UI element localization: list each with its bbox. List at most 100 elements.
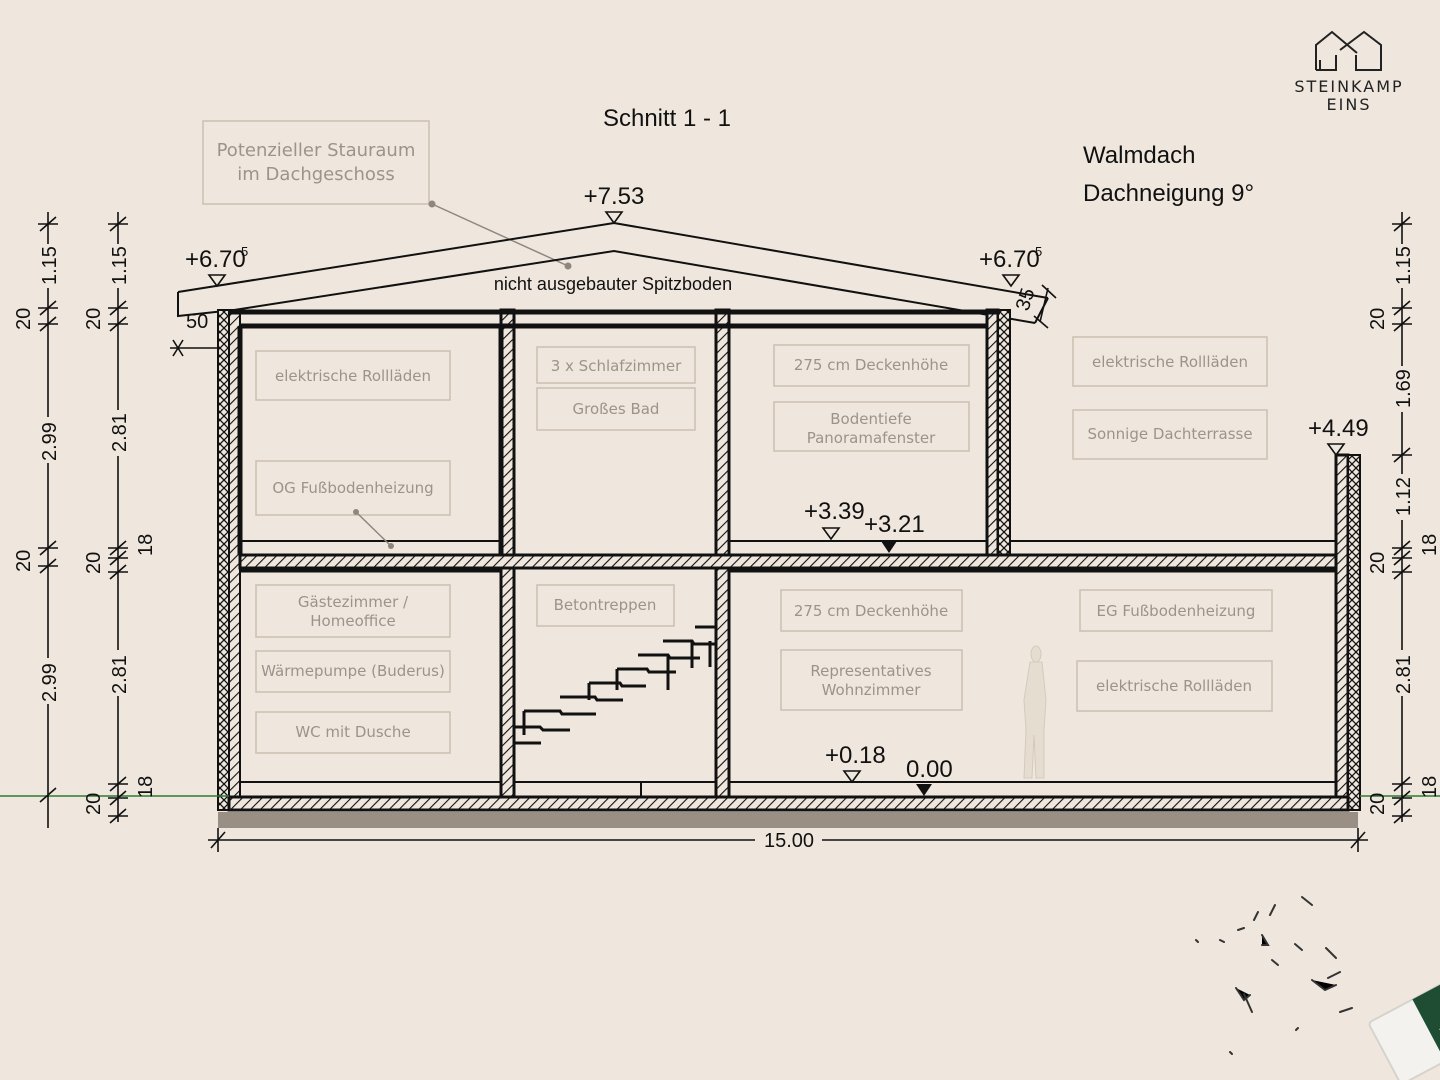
og-right-labels: 275 cm Deckenhöhe Bodentiefe Panoramafen…	[773, 344, 970, 452]
level-og-finish: +3.39	[804, 498, 865, 525]
label-eg-ceiling-height: 275 cm Deckenhöhe	[794, 602, 948, 620]
dim-right-9: 18	[1419, 776, 1440, 798]
level-eg-finish: +0.18	[825, 742, 886, 769]
right-wall	[1334, 453, 1350, 800]
logo-houses-icon	[1315, 30, 1382, 71]
drawing-title: Schnitt 1 - 1	[603, 105, 731, 132]
level-triangle-icon	[207, 274, 227, 288]
og-left-labels: elektrische Rollläden OG Fußbodenheizung	[255, 350, 451, 549]
dim-left-outer-5: 2.99	[39, 663, 61, 702]
dim-left-outer-2: 20	[13, 308, 35, 330]
storage-callout-line1: Potenzieller Stauraum	[217, 140, 416, 161]
dim-right-3: 1.69	[1393, 369, 1415, 408]
overhang-dimension: 50	[170, 311, 226, 357]
level-eave-left-sup: 5	[241, 244, 248, 259]
label-roof-terrace: Sonnige Dachterrasse	[1087, 425, 1252, 443]
right-insulation	[1347, 454, 1361, 811]
dim-left-inner-2: 20	[83, 308, 105, 330]
eraser	[1368, 971, 1440, 1080]
dim-left-inner-5: 18	[135, 534, 157, 556]
dim-left-inner-4: 20	[83, 552, 105, 574]
logo-line1: STEINKAMP	[1294, 77, 1403, 96]
eg-right-labels: 275 cm Deckenhöhe Representatives Wohnzi…	[780, 589, 1273, 712]
label-og-ceiling-height: 275 cm Deckenhöhe	[794, 356, 948, 374]
label-og-shutters: elektrische Rollläden	[275, 367, 431, 385]
level-eg-raw: 0.00	[906, 756, 953, 783]
level-og-raw: +3.21	[864, 511, 925, 538]
fascia-dimension: 35	[1012, 284, 1057, 329]
logo-line2: EINS	[1327, 95, 1372, 114]
ground-slab	[227, 795, 1350, 812]
dim-right-8: 20	[1367, 793, 1389, 815]
level-eave-right: +6.70	[979, 246, 1040, 273]
label-og-floor-heating: OG Fußbodenheizung	[272, 479, 433, 497]
level-triangle-icon	[604, 211, 624, 225]
level-eave-left: +6.70	[185, 246, 246, 273]
width-value: 15.00	[764, 830, 814, 852]
label-guestroom-line2: Homeoffice	[310, 612, 395, 630]
level-filled-triangle-icon	[881, 541, 897, 553]
leader-dot	[564, 262, 572, 270]
label-eg-shutters: elektrische Rollläden	[1096, 677, 1252, 695]
dim-right-2: 20	[1367, 308, 1389, 330]
attic-label: nicht ausgebauter Spitzboden	[494, 274, 732, 294]
storage-callout-box	[202, 120, 430, 205]
dim-right-5: 20	[1367, 552, 1389, 574]
left-outer-dimension-chain: 1.15 20 2.99 20 2.99	[13, 212, 61, 828]
label-bedrooms: 3 x Schlafzimmer	[551, 357, 682, 375]
concrete-stairs	[514, 625, 716, 745]
callout-leader	[431, 203, 569, 267]
left-insulation	[217, 309, 230, 811]
level-triangle-icon	[842, 770, 862, 784]
leader-dot	[428, 200, 436, 208]
level-parapet: +4.49	[1308, 415, 1369, 442]
dim-left-inner-1: 1.15	[109, 246, 131, 285]
dim-right-1: 1.15	[1393, 246, 1415, 285]
person-silhouette	[1023, 645, 1047, 779]
label-concrete-stairs: Betontreppen	[554, 596, 657, 614]
dim-left-inner-6: 2.81	[109, 655, 131, 694]
roof-type: Walmdach	[1083, 142, 1195, 169]
eg-left-labels: Gästezimmer / Homeoffice Wärmepumpe (Bud…	[255, 584, 451, 754]
og-right-insulation	[997, 309, 1011, 556]
storage-callout-line2: im Dachgeschoss	[237, 164, 394, 185]
left-inner-dimension-chain: 1.15 20 2.81 20 18 2.81 20 18	[83, 212, 157, 824]
fascia-value: 35	[1012, 286, 1040, 314]
foundation	[218, 812, 1358, 828]
label-livingroom-line1: Representatives	[810, 662, 931, 680]
label-terrace-shutters: elektrische Rollläden	[1092, 353, 1248, 371]
label-panorama-line2: Panoramafenster	[807, 429, 936, 447]
level-eave-right-sup: 5	[1035, 244, 1042, 259]
label-livingroom-line2: Wohnzimmer	[822, 681, 922, 699]
width-dimension: 15.00	[208, 828, 1368, 852]
og-middle-labels: 3 x Schlafzimmer Großes Bad	[536, 346, 696, 431]
level-triangle-icon	[821, 527, 841, 541]
logo: STEINKAMP EINS	[1294, 30, 1403, 114]
og-right-wall	[985, 308, 1000, 557]
level-ridge: +7.53	[584, 183, 645, 210]
right-dimension-chain: 1.15 20 1.69 1.12 20 18 2.81 20 18	[1367, 212, 1440, 824]
og-left-room-outline	[237, 326, 504, 555]
eg-middle-labels: Betontreppen	[536, 584, 675, 627]
label-panorama-line1: Bodentiefe	[830, 410, 912, 428]
label-guestroom-line1: Gästezimmer /	[298, 593, 409, 611]
og-floor-slab	[238, 553, 1338, 570]
dim-left-outer-3: 2.99	[39, 422, 61, 461]
dim-right-4: 1.12	[1393, 477, 1415, 516]
dim-left-outer-4: 20	[13, 550, 35, 572]
terrace-labels: elektrische Rollläden Sonnige Dachterras…	[1072, 336, 1268, 460]
overhang-value: 50	[186, 311, 208, 333]
dim-left-inner-8: 18	[135, 776, 157, 798]
dim-left-inner-3: 2.81	[109, 413, 131, 452]
roof-pitch: Dachneigung 9°	[1083, 180, 1254, 207]
dim-left-outer-1: 1.15	[39, 246, 61, 285]
level-triangle-icon	[1001, 274, 1021, 288]
label-wc-shower: WC mit Dusche	[295, 723, 410, 741]
eraser-crumbs	[1195, 896, 1353, 1055]
dim-left-inner-7: 20	[83, 793, 105, 815]
dim-right-7: 2.81	[1393, 655, 1415, 694]
label-eg-floor-heating: EG Fußbodenheizung	[1097, 602, 1256, 620]
level-triangle-icon	[1326, 443, 1346, 457]
dim-right-6: 18	[1419, 534, 1440, 556]
